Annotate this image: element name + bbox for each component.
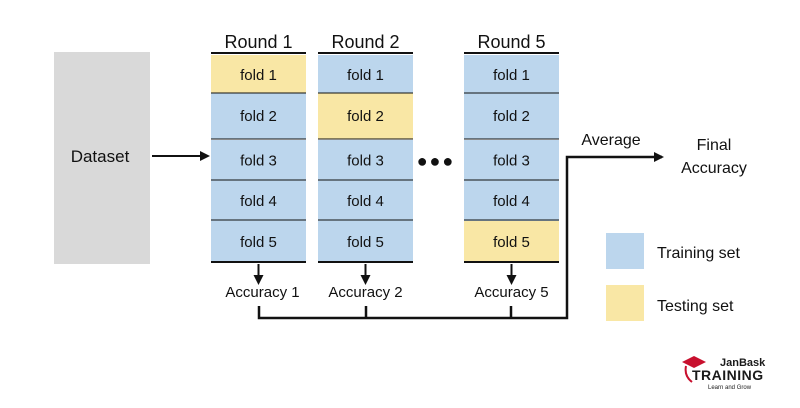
graduation-cap-icon [682,356,706,368]
round-2-column: Round 2 fold 1 fold 2 fold 3 fold 4 fold 5 Acc… [318,32,413,301]
round-5-fold-3-label: fold 3 [493,153,530,170]
accuracy-5-label: Accuracy 5 [474,284,548,301]
legend-swatch-training [606,233,644,269]
round-5-fold-5-testing [464,221,559,263]
legend-label-training: Training set [657,245,741,262]
round-1-fold-4-label: fold 4 [240,193,277,210]
round-2-fold-5-training [318,221,413,263]
round-1-fold-2-label: fold 2 [240,108,277,125]
logo-name: JanBask [720,357,766,369]
janbask-logo: JanBask TRAINING Learn and Grow [682,356,766,391]
round-1-fold-5-label: fold 5 [240,234,277,251]
final-label-line1: Final [697,137,732,154]
round-5-title: Round 5 [477,32,545,52]
round-5-fold-2-label: fold 2 [493,108,530,125]
round-5-fold-4-label: fold 4 [493,193,530,210]
round-5-fold-3-training [464,140,559,181]
ellipsis-dots: ●●● [417,151,456,171]
round-5-column: Round 5 fold 1 fold 2 fold 3 fold 4 fold 5 Acc… [464,32,559,301]
round-1-fold-1-testing [211,55,306,95]
round-1-fold-1-label: fold 1 [240,67,277,84]
legend-label-testing: Testing set [657,298,734,315]
round-2-fold-4-training [318,181,413,221]
round-5-fold-5-label: fold 5 [493,234,530,251]
legend-swatch-testing [606,285,644,321]
round-5-fold-2-training [464,93,559,139]
average-label: Average [581,132,640,149]
rounds-layer: Round 1 fold 1 fold 2 fold 3 fold 4 fold 5 Acc… [211,32,559,301]
round-2-fold-1-training [318,55,413,95]
round-1-fold-3-training [211,140,306,181]
dataset-block [54,52,150,264]
round-1-fold-4-training [211,181,306,221]
logo-tagline: Learn and Grow [708,385,752,391]
round-5-fold-4-training [464,181,559,221]
final-label-line2: Accuracy [681,160,747,177]
logo-swoosh-icon [684,365,693,383]
round-1-fold-5-training [211,221,306,263]
logo-word: TRAINING [692,367,764,383]
dataset-label: Dataset [71,147,130,166]
round-5-fold-1-training [464,55,559,95]
round-1-fold-3-label: fold 3 [240,153,277,170]
round-2-title: Round 2 [331,32,399,52]
round-1-fold-2-training [211,93,306,139]
accuracy-2-label: Accuracy 2 [328,284,402,301]
round-2-fold-3-label: fold 3 [347,153,384,170]
round-2-fold-2-testing [318,93,413,139]
round-1-column: Round 1 fold 1 fold 2 fold 3 fold 4 fold 5 Acc… [211,32,306,301]
round-2-fold-4-label: fold 4 [347,193,384,210]
round-2-fold-5-label: fold 5 [347,234,384,251]
round-2-fold-3-training [318,140,413,181]
round-2-fold-2-label: fold 2 [347,108,384,125]
collector-line [257,152,664,320]
round-1-title: Round 1 [224,32,292,52]
round-2-fold-1-label: fold 1 [347,67,384,84]
accuracy-1-label: Accuracy 1 [225,284,299,301]
round-5-fold-1-label: fold 1 [493,67,530,84]
